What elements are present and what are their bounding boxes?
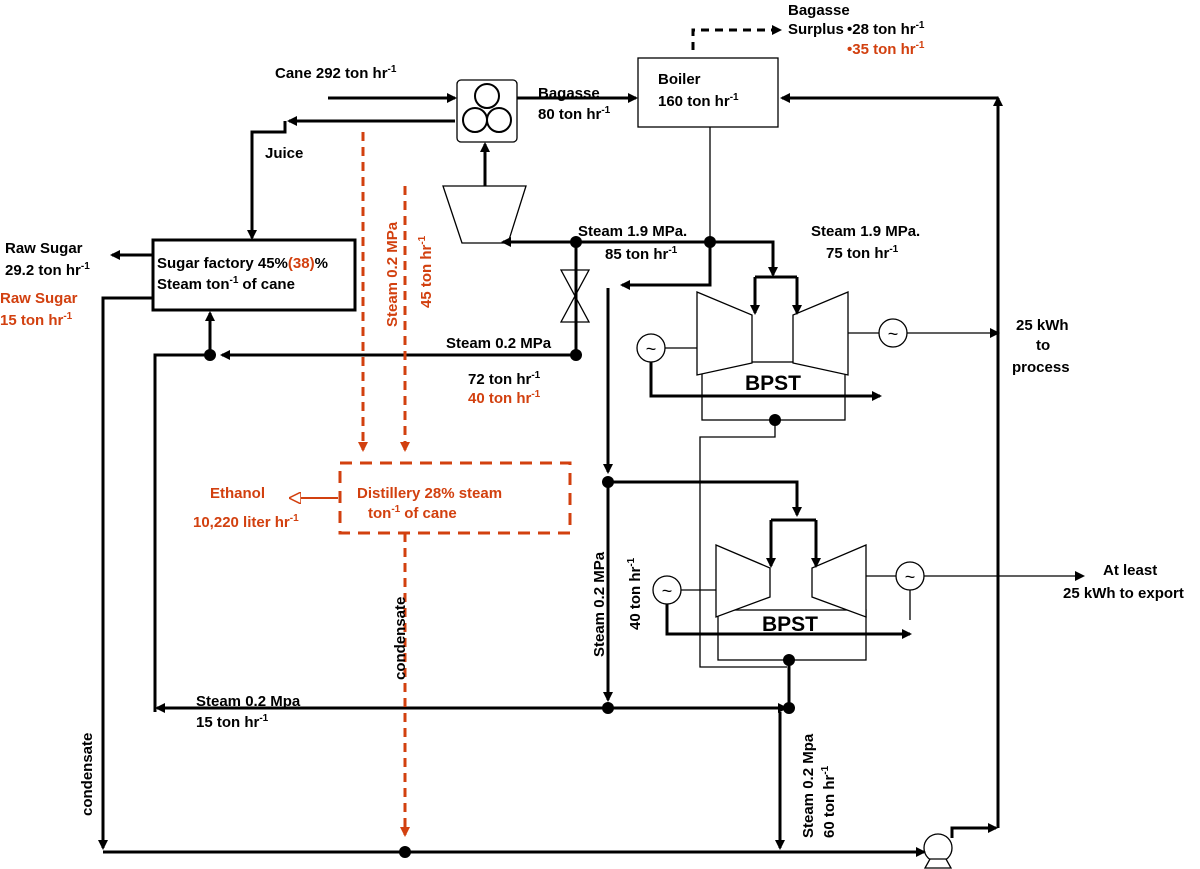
- sugar-factory-line1: Sugar factory 45%(38)%: [157, 255, 328, 272]
- cane-label: Cane 292 ton hr-1: [275, 64, 397, 82]
- raw-sugar-label-red: Raw Sugar: [0, 290, 78, 307]
- process-power-line1: 25 kWh: [1016, 317, 1069, 334]
- bpst-upper: [696, 291, 849, 421]
- steam-72-rate: 72 ton hr-1: [468, 370, 541, 388]
- process-power-line3: process: [1012, 359, 1070, 376]
- cane-mill: [456, 79, 518, 143]
- bagasse-label: Bagasse: [538, 85, 600, 102]
- mill-turbine: [442, 185, 527, 244]
- svg-text:~: ~: [662, 581, 673, 601]
- bpst-lower: [715, 544, 867, 661]
- ethanol-label: Ethanol: [210, 485, 265, 502]
- svg-text:~: ~: [905, 567, 916, 587]
- bagasse-rate: 80 ton hr-1: [538, 105, 611, 123]
- steam-40-rate-red: 40 ton hr-1: [468, 389, 541, 407]
- export-power-line1: At least: [1103, 562, 1157, 579]
- process-power-line2: to: [1036, 337, 1050, 354]
- raw-sugar-rate-red: 15 ton hr-1: [0, 311, 73, 329]
- ton-40-vertical-label: 40 ton hr-1: [626, 557, 644, 630]
- junction-dots: [204, 236, 795, 858]
- generator-lower-right: ~: [895, 561, 925, 591]
- steam-02-vertical-label: Steam 0.2 MPa: [384, 221, 401, 327]
- steam-02-left-vertical-label: Steam 0.2 MPa: [591, 551, 608, 657]
- generator-lower-left: ~: [652, 575, 682, 605]
- export-power-line2: 25 kWh to export: [1063, 585, 1184, 602]
- distillery-box: [338, 461, 572, 535]
- steam-15-rate: 15 ton hr-1: [196, 713, 269, 731]
- steam-19-right-label: Steam 1.9 MPa.: [811, 223, 920, 240]
- steam-02-bottom-label: Steam 0.2 Mpa: [196, 693, 301, 710]
- ethanol-rate: 10,220 liter hr-1: [193, 513, 299, 531]
- steam-19-left-label: Steam 1.9 MPa.: [578, 223, 687, 240]
- svg-text:~: ~: [646, 339, 657, 359]
- flow-lines: [98, 25, 1085, 857]
- surplus-rate-black: •28 ton hr-1: [847, 20, 925, 38]
- ethanol-flows: [291, 132, 410, 837]
- bagasse-surplus-label: Bagasse: [788, 2, 850, 19]
- boiler-rate: 160 ton hr-1: [658, 92, 739, 110]
- boiler-box: [637, 57, 779, 128]
- generator-upper-left: ~: [636, 333, 666, 363]
- sugar-factory-box: [151, 238, 357, 312]
- steam-19-left-rate: 85 ton hr-1: [605, 245, 678, 263]
- raw-sugar-label: Raw Sugar: [5, 240, 83, 257]
- bpst-lower-label: BPST: [762, 613, 818, 636]
- steam-19-right-rate: 75 ton hr-1: [826, 244, 899, 262]
- condensate-left-label: condensate: [79, 733, 96, 816]
- surplus-rate-red: •35 ton hr-1: [847, 40, 925, 58]
- bpst-upper-label: BPST: [745, 372, 801, 395]
- raw-sugar-rate: 29.2 ton hr-1: [5, 261, 90, 279]
- boiler-label: Boiler: [658, 71, 701, 88]
- feedwater-pump: [923, 833, 953, 869]
- surplus-label: Surplus: [788, 21, 844, 38]
- steam-02-mid-label: Steam 0.2 MPa: [446, 335, 552, 352]
- juice-label: Juice: [265, 145, 303, 162]
- ton-60-vertical-label: 60 ton hr-1: [820, 765, 838, 838]
- distillery-line1: Distillery 28% steam: [357, 485, 502, 502]
- svg-text:~: ~: [888, 324, 899, 344]
- condensate-mid-label: condensate: [392, 597, 409, 680]
- steam-45-vertical-label: 45 ton hr-1: [417, 235, 435, 308]
- generator-upper-right: ~: [878, 318, 908, 348]
- steam-02-right-vertical-label: Steam 0.2 Mpa: [800, 733, 817, 838]
